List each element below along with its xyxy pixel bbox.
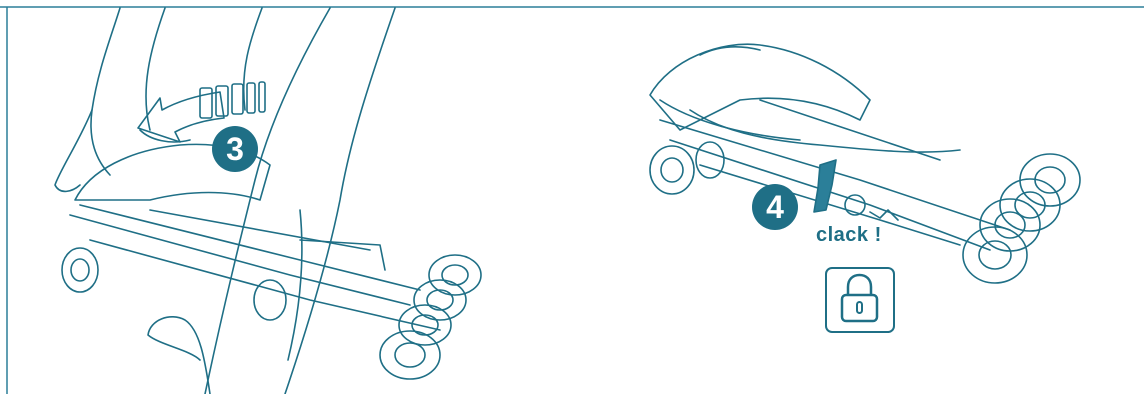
arrow-stripe <box>259 82 265 112</box>
stroller-frame-low <box>90 240 440 330</box>
step-3-badge: 3 <box>212 126 258 172</box>
folded-wheels <box>650 142 1080 283</box>
person-hand-left <box>55 110 92 191</box>
person-arm-left <box>91 8 120 175</box>
stroller-frame-mid <box>70 215 410 305</box>
person-leg-front-outer <box>205 8 330 394</box>
arrow-stripe <box>200 88 212 118</box>
right-illustration <box>650 44 1080 283</box>
folded-seat <box>690 110 960 152</box>
canopy-edge <box>700 47 760 55</box>
frame-rail-1 <box>660 120 1010 230</box>
arrow-stripe <box>247 83 255 113</box>
person-leg-back <box>288 210 302 360</box>
stroller-wheels <box>62 248 481 379</box>
clack-sound-label: clack ! <box>816 224 882 247</box>
frame-rail-4 <box>760 100 940 160</box>
folded-canopy <box>650 44 870 130</box>
stroller-frame-top <box>80 205 420 290</box>
lock-icon <box>825 267 895 333</box>
person-foot <box>148 317 210 394</box>
lock-glyph <box>827 269 892 330</box>
step-4-badge: 4 <box>752 184 798 230</box>
arrow-stripe <box>232 84 243 114</box>
left-illustration <box>55 8 481 394</box>
person-leg-front-inner <box>285 8 395 394</box>
person-torso <box>146 8 165 130</box>
